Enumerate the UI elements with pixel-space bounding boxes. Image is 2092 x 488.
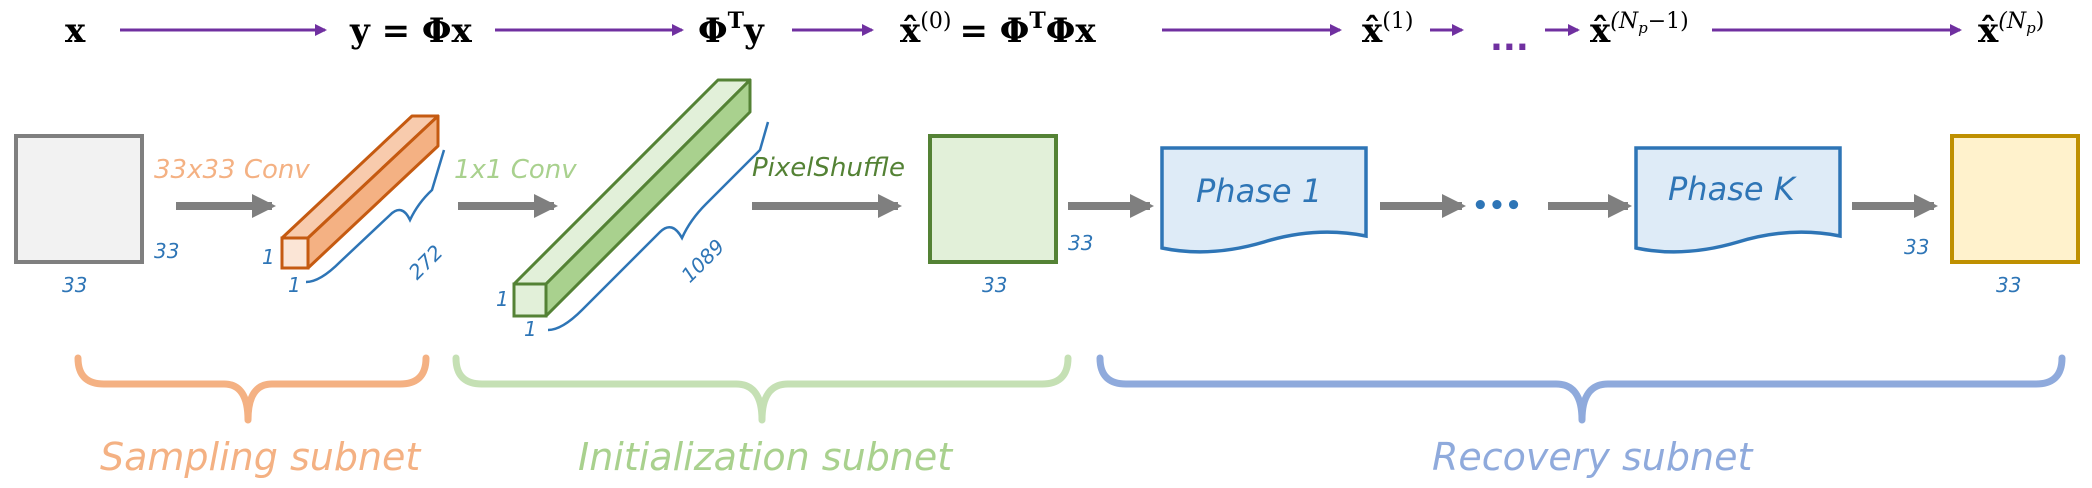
phase-1-label: Phase 1 <box>1196 172 1322 210</box>
formula-x-np: x̂(Np) <box>1978 9 2044 51</box>
phase-k-block: Phase K <box>1634 146 1842 254</box>
formula-xnp1-sup-tail: −1) <box>1648 9 1689 34</box>
formula-xnp-sub: p <box>2026 19 2036 37</box>
init-output-block <box>928 134 1058 264</box>
conv1-front-face <box>280 236 310 270</box>
formula-xnp-sup-tail: ) <box>2036 9 2045 34</box>
conv1-depth-brace <box>305 149 446 284</box>
conv2-dim-w: 1 <box>524 317 537 341</box>
init-conv-kernel <box>512 78 752 318</box>
output-dim-bottom: 33 <box>1996 273 2021 297</box>
conv2-side-face <box>544 78 752 318</box>
conv2-front-face <box>512 282 548 318</box>
input-image-block <box>14 134 144 264</box>
formula-x1-base: x̂ <box>1362 11 1383 51</box>
output-image-block <box>1950 134 2080 264</box>
formula-x1-sup: (1) <box>1382 9 1413 34</box>
initialization-subnet-label: Initialization subnet <box>578 435 954 479</box>
formula-x0-base: x̂ <box>900 11 921 51</box>
formula-x0-rhs-tail: Φx <box>1046 11 1097 51</box>
formula-y-phi-x: y = Φx <box>349 11 473 51</box>
phase-k-label: Phase K <box>1668 170 1798 208</box>
formula-ellipsis: ... <box>1490 19 1529 59</box>
formula-x: x <box>65 11 86 51</box>
svg-text:x̂(0)= ΦTΦx: x̂(0) = ΦTΦx <box>900 8 1096 51</box>
conv1-dim-h: 1 <box>262 245 275 269</box>
formula-x0: x̂(0) = ΦTΦx <box>900 8 1096 51</box>
formula-x0-rhs-sup: T <box>1029 8 1046 34</box>
conv1-dim-depth: 272 <box>404 240 448 284</box>
conv2-dim-h: 1 <box>496 287 509 311</box>
formula-x-np-minus-1: x̂(Np−1) <box>1590 9 1689 51</box>
formula-xnp1-sup: (N <box>1610 9 1639 34</box>
phase-1-block: Phase 1 <box>1160 146 1368 254</box>
formula-xnp1-base: x̂ <box>1590 11 1611 51</box>
formula-phi-t-y-base: Φ <box>698 11 728 51</box>
sampling-subnet-brace <box>74 354 430 424</box>
recovery-subnet-brace <box>1096 354 2066 424</box>
formula-x1: x̂(1) <box>1362 9 1413 51</box>
svg-text:x̂(Np): x̂(Np) <box>1978 9 2044 51</box>
conv1-side-face <box>306 114 440 270</box>
conv2-depth-brace <box>547 121 770 332</box>
formula-x0-rhs: = Φ <box>959 11 1029 51</box>
formula-xnp-base: x̂ <box>1978 11 1999 51</box>
input-dim-right: 33 <box>154 239 179 263</box>
output-dim-left: 33 <box>1904 235 1929 259</box>
init-conv-label: 1x1 Conv <box>454 155 577 185</box>
sampling-subnet-label: Sampling subnet <box>100 435 422 479</box>
formula-x0-sup: (0) <box>920 9 951 34</box>
formula-phi-t-y: ΦTy <box>698 8 765 51</box>
conv2-dim-depth: 1089 <box>676 234 729 287</box>
sampling-conv-kernel <box>280 114 440 270</box>
formula-phi-t-y-tail: y <box>743 11 765 51</box>
svg-text:x̂(1): x̂(1) <box>1362 9 1413 51</box>
phase-dots: ••• <box>1472 191 1522 221</box>
initialization-subnet-brace <box>452 354 1072 424</box>
formula-xnp-sup: (N <box>1998 9 2027 34</box>
svg-text:ΦTy: ΦTy <box>698 8 765 51</box>
input-dim-bottom: 33 <box>62 273 87 297</box>
pixelshuffle-label: PixelShuffle <box>752 153 905 183</box>
init-out-dim-right: 33 <box>1068 231 1093 255</box>
init-out-dim-bottom: 33 <box>982 273 1007 297</box>
formula-phi-t-y-sup: T <box>728 8 745 34</box>
recovery-subnet-label: Recovery subnet <box>1432 435 1754 479</box>
formula-xnp1-sub: p <box>1638 19 1648 37</box>
conv1-dim-w: 1 <box>288 273 301 297</box>
sampling-conv-label: 33x33 Conv <box>154 155 310 185</box>
svg-text:x̂(Np−1): x̂(Np−1) <box>1590 9 1689 51</box>
